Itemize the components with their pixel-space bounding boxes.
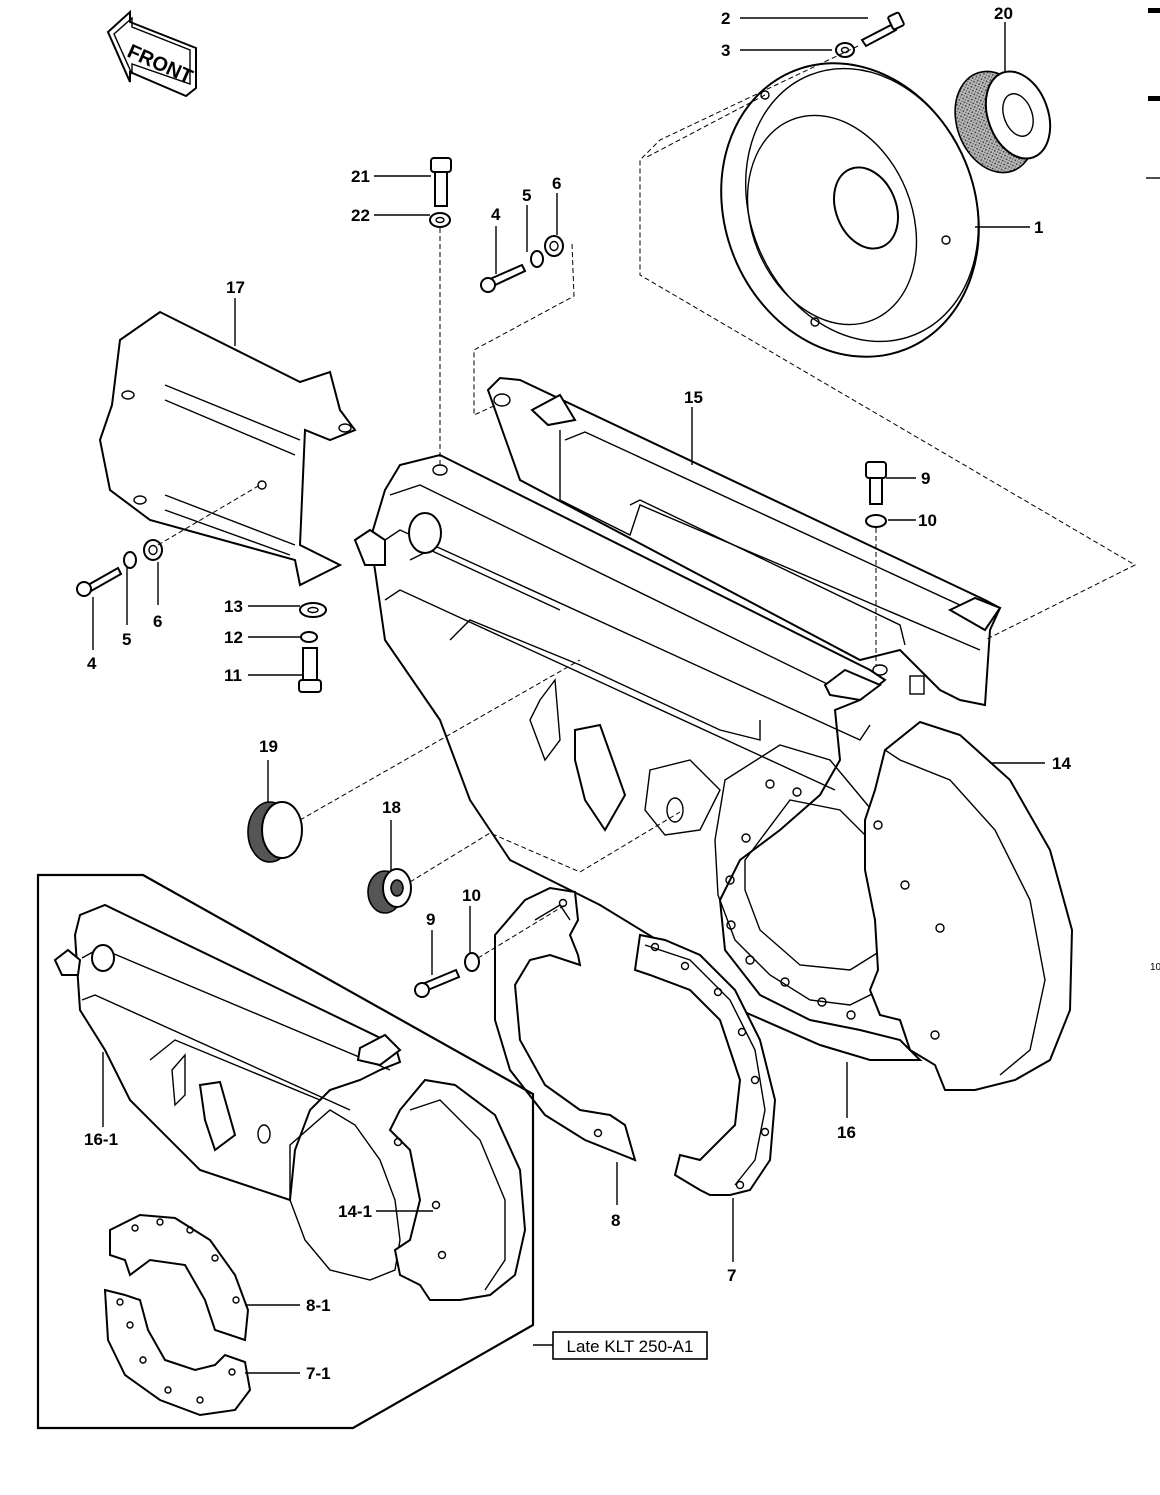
edge-page-mark: 10 — [1150, 962, 1160, 973]
edge-marks: 10 — [1146, 8, 1160, 973]
callout-21: 21 — [351, 167, 370, 186]
cover-half-8-1 — [109, 1213, 250, 1342]
callout-1: 1 — [1034, 218, 1043, 237]
plug-19 — [247, 801, 303, 863]
washer-3 — [835, 42, 855, 58]
callout-5-upper: 5 — [522, 186, 531, 205]
bushing-18 — [367, 868, 412, 914]
callout-15: 15 — [684, 388, 703, 407]
washer-6-lower — [143, 539, 163, 561]
callout-11: 11 — [224, 666, 242, 685]
guard-shell-14-1 — [388, 1078, 527, 1301]
bolt-21 — [430, 157, 452, 207]
callout-labels: 2 3 20 1 21 22 4 5 6 17 15 9 10 4 5 6 13… — [84, 4, 1071, 1383]
chain-case-16 — [353, 453, 931, 1061]
washer-10-lower — [464, 952, 480, 972]
callout-6-upper: 6 — [552, 174, 561, 193]
callout-12: 12 — [224, 628, 243, 647]
callout-5-lower: 5 — [122, 630, 131, 649]
bolt-4-upper — [480, 263, 527, 293]
washer-5-upper — [530, 250, 544, 268]
leader-lines — [92, 17, 1045, 1374]
chain-case-15 — [486, 376, 1002, 707]
model-caption: Late KLT 250-A1 — [567, 1337, 694, 1356]
gasket-half-7-1 — [103, 1288, 252, 1417]
bolt-9-lower — [414, 968, 461, 998]
callout-13: 13 — [224, 597, 243, 616]
callout-18: 18 — [382, 798, 401, 817]
washer-5-lower — [123, 551, 137, 569]
callout-4-lower: 4 — [87, 654, 97, 673]
washer-22 — [429, 212, 451, 228]
callout-8-1: 8-1 — [306, 1296, 331, 1315]
callout-22: 22 — [351, 206, 370, 225]
callout-16: 16 — [837, 1123, 856, 1142]
callout-3: 3 — [721, 41, 730, 60]
gasket-half-7 — [633, 933, 777, 1196]
guard-shell-14 — [864, 720, 1074, 1091]
model-caption-box: Late KLT 250-A1 — [552, 1331, 708, 1360]
cover-disc-1 — [720, 62, 980, 358]
callout-4-upper: 4 — [491, 205, 501, 224]
callout-2: 2 — [721, 9, 730, 28]
callout-7-1: 7-1 — [306, 1364, 331, 1383]
callout-14: 14 — [1052, 754, 1071, 773]
callout-16-1: 16-1 — [84, 1130, 118, 1149]
callout-10-upper: 10 — [918, 511, 937, 530]
bracket-17 — [98, 310, 357, 587]
chain-case-16-1 — [53, 903, 402, 1281]
bolt-4-lower — [76, 566, 123, 597]
front-arrow: FRONT — [106, 9, 197, 98]
callout-14-1: 14-1 — [338, 1202, 372, 1221]
cover-half-8 — [494, 886, 637, 1162]
callout-10-lower: 10 — [462, 886, 481, 905]
bolt-11 — [298, 647, 322, 693]
bolt-9-upper — [865, 461, 887, 505]
washer-13 — [299, 602, 327, 618]
alignment-lines — [157, 45, 1137, 959]
callout-9-lower: 9 — [426, 910, 435, 929]
callout-9-upper: 9 — [921, 469, 930, 488]
callout-17: 17 — [226, 278, 245, 297]
callout-7: 7 — [727, 1266, 736, 1285]
washer-10-upper — [865, 514, 887, 528]
callout-6-lower: 6 — [153, 612, 162, 631]
bolt-2 — [860, 11, 905, 48]
callout-8: 8 — [611, 1211, 620, 1230]
callout-20: 20 — [994, 4, 1013, 23]
seal-ring-20 — [954, 70, 1052, 174]
callout-19: 19 — [259, 737, 278, 756]
washer-6-upper — [544, 235, 564, 257]
late-model-inset — [36, 873, 535, 1430]
washer-12 — [300, 631, 318, 643]
